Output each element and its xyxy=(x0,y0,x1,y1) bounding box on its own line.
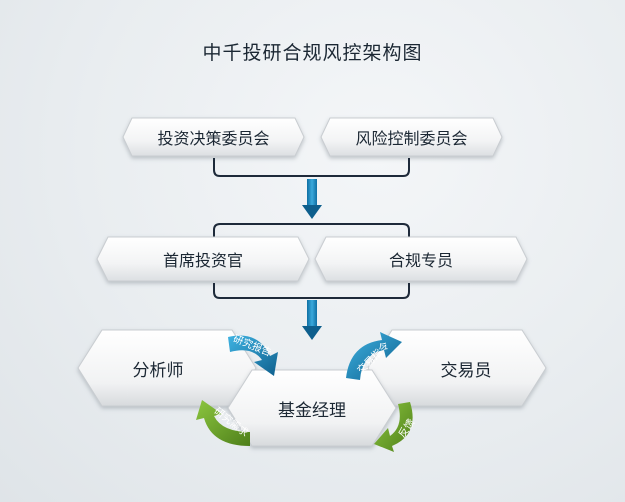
down-arrow-1 xyxy=(302,179,322,219)
diagram-title: 中千投研合规风控架构图 xyxy=(202,42,423,64)
compliance-officer-box xyxy=(314,236,528,282)
down-arrow-2 xyxy=(302,300,322,340)
risk-committee-box xyxy=(320,117,503,157)
fund-manager-box xyxy=(227,369,397,447)
top-connector xyxy=(213,158,410,177)
cio-box xyxy=(96,236,310,282)
trader-box xyxy=(367,329,547,407)
investment-committee-box xyxy=(122,117,305,157)
middle-bottom-connector xyxy=(213,283,410,299)
middle-top-connector xyxy=(213,223,410,238)
